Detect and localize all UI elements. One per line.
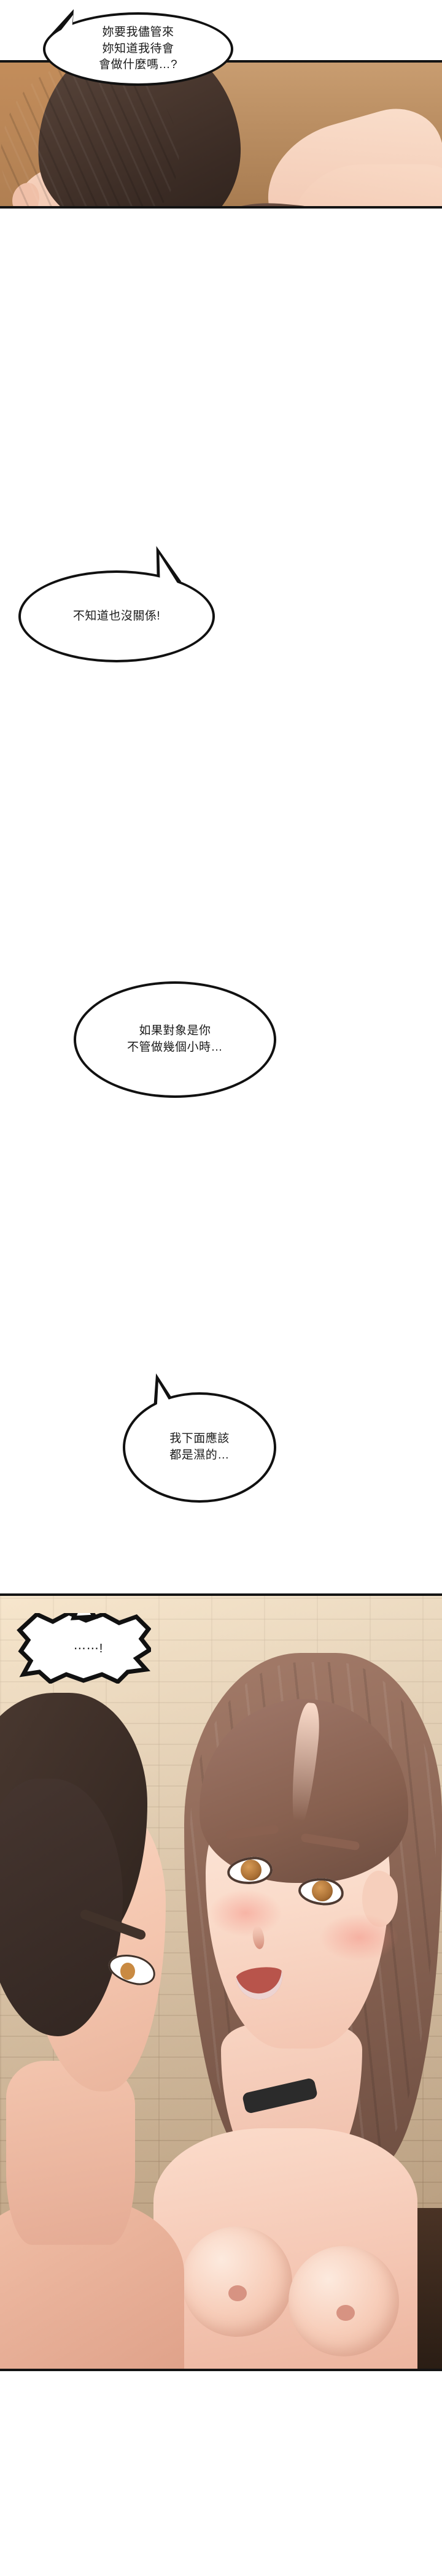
speech-bubble-1-text: 妳要我儘管來 妳知道我待會 會做什麼嗎…? xyxy=(98,25,178,72)
speech-bubble-4: 我下面應該 都是濕的… xyxy=(123,1392,276,1503)
woman-iris-left xyxy=(241,1860,262,1880)
woman-chest-detail-right xyxy=(336,2305,355,2321)
woman-blush-right xyxy=(319,1914,399,1961)
woman-chest-right xyxy=(289,2246,399,2356)
panel-bottom-divider-upper xyxy=(0,1593,442,1596)
comic-panel-top xyxy=(0,61,442,209)
speech-bubble-1: 妳要我儘管來 妳知道我待會 會做什麼嗎…? xyxy=(43,12,233,86)
panel-top-divider-lower xyxy=(0,206,442,209)
burst-bubble-text: ⋯⋯! xyxy=(73,1642,104,1655)
burst-speech-bubble xyxy=(10,1613,151,1684)
speech-bubble-2-text: 不知道也沒關係! xyxy=(72,609,161,623)
speech-bubble-2: 不知道也沒關係! xyxy=(18,570,215,662)
man-neck xyxy=(6,2061,135,2245)
panel-bottom-divider-lower xyxy=(0,2369,442,2371)
woman-chest-left xyxy=(182,2226,292,2337)
man-iris xyxy=(120,1963,135,1980)
woman-iris-right xyxy=(312,1880,333,1901)
speech-bubble-3: 如果對象是你 不管做幾個小時… xyxy=(74,981,276,1098)
woman-blush-left xyxy=(209,1889,282,1937)
man-hair-side xyxy=(0,1779,123,2036)
speech-bubble-3-text: 如果對象是你 不管做幾個小時… xyxy=(126,1024,223,1054)
burst-bubble-shape xyxy=(17,1613,151,1684)
woman-chest-detail-left xyxy=(228,2285,247,2301)
speech-bubble-4-text: 我下面應該 都是濕的… xyxy=(169,1432,230,1462)
comic-panel-bottom xyxy=(0,1595,442,2371)
